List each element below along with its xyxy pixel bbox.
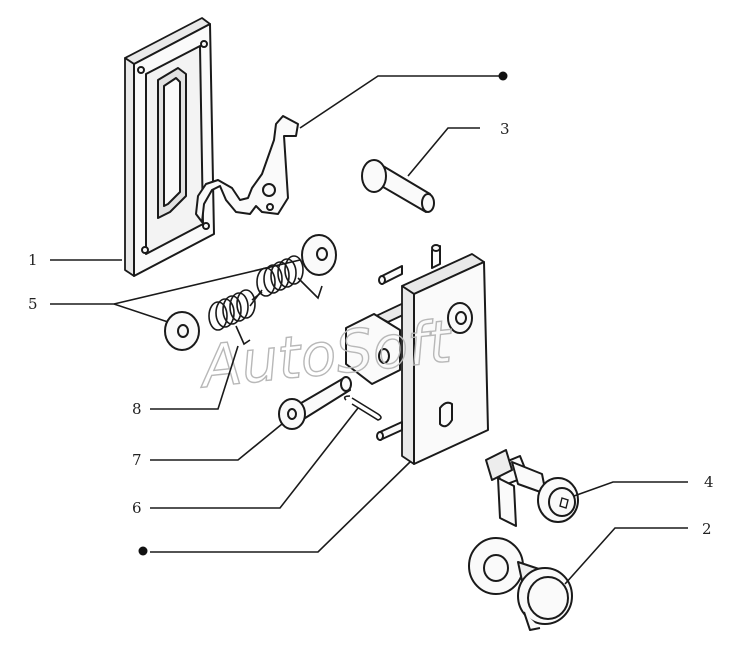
- leader-line-dot-top: [299, 75, 500, 129]
- pin-part-3: [361, 159, 435, 213]
- dust-cap-part-2: [468, 537, 573, 631]
- part-label-8: 8: [132, 400, 142, 418]
- lock-body-bracket: [345, 244, 489, 465]
- part-label-2: 2: [702, 520, 712, 538]
- clevis-pin-part-7: [278, 376, 352, 430]
- lock-cylinder-part-4: [485, 449, 579, 527]
- leader-line-5b: [113, 303, 169, 323]
- reference-dot-bottom: [138, 546, 148, 556]
- leader-line-2: [564, 527, 688, 585]
- part-label-7: 7: [132, 451, 142, 469]
- leader-line-8: [150, 345, 239, 410]
- cotter-pin-part-6: [343, 395, 382, 421]
- part-label-4: 4: [704, 473, 714, 491]
- gasket-plate: [124, 17, 215, 277]
- washer-lower: [164, 311, 200, 351]
- part-label-1: 1: [28, 251, 38, 269]
- spring-lower: [208, 289, 263, 346]
- reference-dot-top: [498, 71, 508, 81]
- leader-line-4: [573, 481, 688, 497]
- leader-line-6: [150, 407, 359, 509]
- part-label-3: 3: [500, 120, 510, 138]
- part-label-5: 5: [28, 295, 38, 313]
- leader-line-7: [150, 423, 283, 461]
- leader-line-dot-bottom: [150, 461, 411, 553]
- leader-line-3: [407, 127, 480, 177]
- latch-hook: [195, 115, 299, 223]
- washer-upper: [301, 234, 337, 276]
- part-label-6: 6: [132, 499, 142, 517]
- leader-line-5a: [50, 259, 301, 305]
